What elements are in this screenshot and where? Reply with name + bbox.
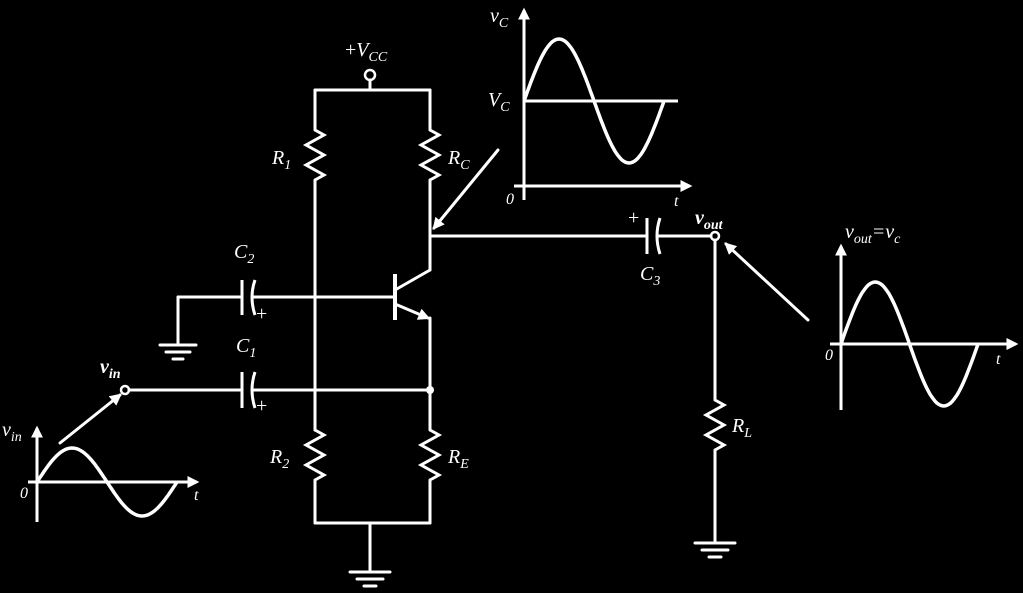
svg-text:vin: vin — [2, 419, 22, 445]
svg-text:0: 0 — [20, 485, 28, 502]
svg-text:vout: vout — [695, 207, 724, 233]
svg-text:t: t — [674, 193, 679, 210]
svg-text:t: t — [996, 351, 1001, 368]
arrow-to-vin — [58, 393, 122, 445]
svg-text:vC: vC — [490, 5, 509, 31]
resistor-rc: RC — [417, 88, 470, 272]
svg-text:RL: RL — [731, 415, 752, 441]
svg-text:+VCC: +VCC — [345, 39, 388, 65]
npn-transistor — [393, 268, 432, 392]
svg-text:vin: vin — [100, 356, 121, 382]
svg-text:t: t — [194, 487, 199, 504]
svg-text:C3: C3 — [640, 263, 660, 289]
svg-text:0: 0 — [506, 191, 514, 208]
svg-text:R1: R1 — [271, 147, 291, 173]
resistor-rl: RL — [693, 238, 752, 559]
resistor-r1: R1 — [271, 88, 328, 432]
input-node: vin — [100, 356, 131, 396]
resistor-re: RE — [417, 388, 469, 525]
svg-text:C1: C1 — [236, 335, 256, 361]
capacitor-c1: C1 + — [127, 335, 432, 417]
collector-graph: vC VC 0 t — [488, 5, 693, 210]
svg-text:vout=vc: vout=vc — [845, 221, 901, 247]
collector-waveform — [522, 37, 666, 165]
output-graph: vout=vc 0 t — [825, 221, 1019, 410]
svg-text:RC: RC — [447, 147, 470, 173]
arrow-to-collector — [432, 148, 500, 230]
svg-text:0: 0 — [825, 347, 833, 364]
resistor-r2: R2 — [269, 388, 328, 525]
svg-text:+: + — [256, 303, 267, 325]
input-graph: vin 0 t — [2, 419, 200, 522]
arrow-to-vout — [724, 242, 810, 322]
vcc-terminal: +VCC — [345, 39, 388, 92]
svg-text:+: + — [256, 395, 267, 417]
capacitor-c2: C2 + — [176, 241, 397, 325]
svg-text:RE: RE — [447, 446, 469, 472]
ground-c2 — [158, 295, 198, 361]
bottom-ground — [313, 521, 432, 588]
input-waveform — [35, 446, 179, 518]
output-waveform — [839, 280, 980, 408]
svg-text:+: + — [628, 207, 639, 229]
svg-text:VC: VC — [488, 89, 510, 115]
svg-text:C2: C2 — [234, 241, 254, 267]
capacitor-c3: C3 + — [628, 207, 713, 289]
svg-text:R2: R2 — [269, 446, 289, 472]
